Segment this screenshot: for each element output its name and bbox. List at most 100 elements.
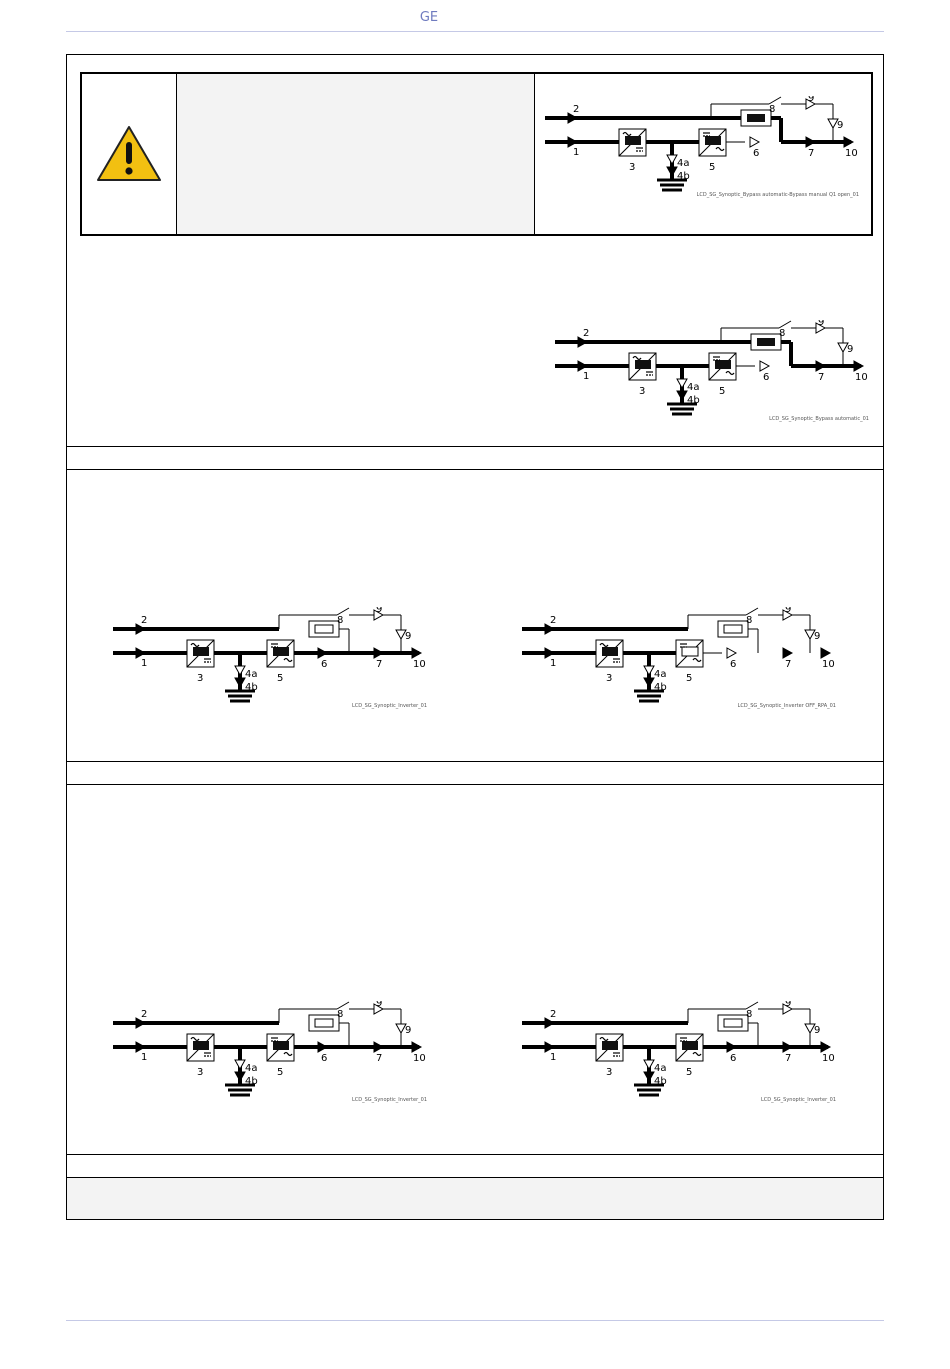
svg-text:9: 9: [376, 1001, 382, 1009]
synoptic-diagram-svg: 2 1 3 4a 4b 5 6 7 8 9 9 10LCD_SG_Synoptic_Inverter_…: [522, 1001, 836, 1103]
svg-text:3: 3: [606, 673, 612, 684]
section-divider: [67, 761, 883, 785]
warning-triangle-icon: [97, 126, 161, 181]
svg-text:10: 10: [413, 659, 426, 670]
svg-text:6: 6: [321, 1053, 327, 1064]
svg-text:7: 7: [785, 659, 791, 670]
svg-text:8: 8: [746, 615, 752, 626]
svg-text:9: 9: [405, 631, 411, 642]
svg-text:8: 8: [769, 104, 775, 115]
svg-text:3: 3: [629, 162, 635, 173]
svg-text:LCD_SG_Synoptic_Inverter_01: LCD_SG_Synoptic_Inverter_01: [761, 1097, 836, 1103]
svg-text:LCD_SG_Synoptic_Bypass automat: LCD_SG_Synoptic_Bypass automatic-Bypass …: [697, 192, 859, 198]
svg-text:2: 2: [550, 1009, 556, 1020]
svg-text:4b: 4b: [677, 171, 690, 182]
svg-text:3: 3: [197, 673, 203, 684]
svg-text:9: 9: [814, 631, 820, 642]
svg-text:4a: 4a: [687, 382, 700, 393]
svg-text:9: 9: [785, 607, 791, 615]
svg-text:9: 9: [847, 344, 853, 355]
svg-text:1: 1: [141, 1052, 147, 1063]
svg-text:4b: 4b: [654, 1076, 667, 1087]
svg-text:9: 9: [808, 96, 814, 104]
svg-text:6: 6: [730, 659, 736, 670]
svg-text:9: 9: [814, 1025, 820, 1036]
svg-text:7: 7: [376, 659, 382, 670]
svg-text:4b: 4b: [245, 1076, 258, 1087]
svg-text:8: 8: [337, 1009, 343, 1020]
svg-text:9: 9: [376, 607, 382, 615]
svg-text:LCD_SG_Synoptic_Inverter_01: LCD_SG_Synoptic_Inverter_01: [352, 703, 427, 709]
svg-text:9: 9: [785, 1001, 791, 1009]
svg-text:5: 5: [709, 162, 715, 173]
svg-text:9: 9: [818, 320, 824, 328]
svg-text:1: 1: [573, 147, 579, 158]
svg-text:1: 1: [550, 658, 556, 669]
svg-text:5: 5: [686, 1067, 692, 1078]
warning-text-cell: [177, 74, 535, 234]
svg-text:4a: 4a: [245, 1063, 258, 1074]
svg-text:5: 5: [277, 1067, 283, 1078]
svg-text:9: 9: [837, 120, 843, 131]
svg-text:7: 7: [785, 1053, 791, 1064]
svg-text:6: 6: [321, 659, 327, 670]
footer-rule: [66, 1320, 884, 1321]
svg-text:LCD_SG_Synoptic_Inverter_01: LCD_SG_Synoptic_Inverter_01: [352, 1097, 427, 1103]
svg-text:7: 7: [376, 1053, 382, 1064]
svg-text:6: 6: [763, 372, 769, 383]
section-inverter-2: [67, 784, 883, 1156]
svg-text:1: 1: [583, 371, 589, 382]
svg-text:3: 3: [197, 1067, 203, 1078]
svg-text:7: 7: [818, 372, 824, 383]
svg-text:4b: 4b: [245, 682, 258, 693]
header-rule: [66, 31, 884, 32]
svg-text:2: 2: [583, 328, 589, 339]
svg-text:8: 8: [746, 1009, 752, 1020]
svg-text:6: 6: [753, 148, 759, 159]
svg-text:9: 9: [405, 1025, 411, 1036]
svg-text:5: 5: [686, 673, 692, 684]
svg-text:2: 2: [141, 615, 147, 626]
brand-logo: GE: [419, 10, 439, 25]
section-divider: [67, 1154, 883, 1178]
svg-text:1: 1: [141, 658, 147, 669]
svg-text:10: 10: [822, 659, 835, 670]
svg-text:4b: 4b: [654, 682, 667, 693]
svg-text:4a: 4a: [654, 1063, 667, 1074]
svg-text:5: 5: [719, 386, 725, 397]
svg-text:7: 7: [808, 148, 814, 159]
svg-text:10: 10: [845, 148, 858, 159]
svg-text:3: 3: [606, 1067, 612, 1078]
svg-text:8: 8: [337, 615, 343, 626]
note-band: [67, 1177, 883, 1219]
svg-text:LCD_SG_Synoptic_Inverter OFF_R: LCD_SG_Synoptic_Inverter OFF_RPA_01: [738, 703, 836, 709]
svg-text:6: 6: [730, 1053, 736, 1064]
svg-text:4a: 4a: [677, 158, 690, 169]
section-inverter: [67, 469, 883, 763]
svg-text:10: 10: [855, 372, 868, 383]
svg-text:3: 3: [639, 386, 645, 397]
svg-text:5: 5: [277, 673, 283, 684]
svg-text:10: 10: [413, 1053, 426, 1064]
svg-text:8: 8: [779, 328, 785, 339]
section-divider: [67, 446, 883, 470]
svg-text:LCD_SG_Synoptic_Bypass automat: LCD_SG_Synoptic_Bypass automatic_01: [769, 416, 869, 422]
svg-text:10: 10: [822, 1053, 835, 1064]
svg-text:4b: 4b: [687, 395, 700, 406]
svg-text:4a: 4a: [654, 669, 667, 680]
svg-text:1: 1: [550, 1052, 556, 1063]
